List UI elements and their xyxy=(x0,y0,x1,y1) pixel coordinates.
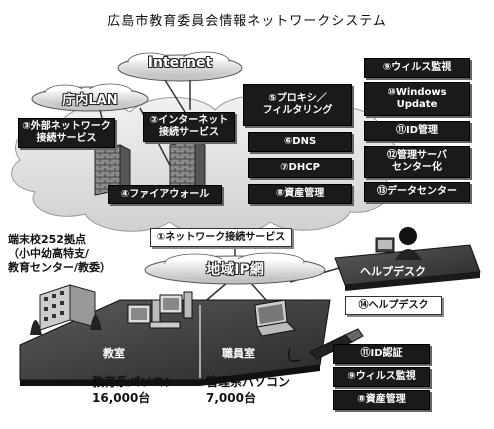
helpdesk-operator-icon xyxy=(375,227,422,260)
internet-connection-line2: 接続サービス xyxy=(159,127,219,138)
data-center-label: ⑬データセンター xyxy=(377,186,457,197)
helpdesk-label: ⑭ヘルプデスク xyxy=(358,299,429,311)
admin-pc-count: 管理系パソコン 7,000台 xyxy=(206,374,290,406)
windows-update-line2: Update xyxy=(396,99,438,110)
dhcp-box: ⑦DHCP xyxy=(248,158,352,178)
dns-label: ⑥DNS xyxy=(283,136,317,147)
classroom-pc-icons xyxy=(127,291,193,329)
proxy-line1: ⑤プロキシ／ xyxy=(268,93,327,104)
staffroom-label: 職員室 xyxy=(222,347,255,360)
internet-cloud-label: Internet xyxy=(147,55,213,71)
ip-cloud-label: 地域IP網 xyxy=(206,262,264,278)
education-pc-label: 教育系パソコン xyxy=(92,375,177,389)
firewall-box: ④ファイアウォール xyxy=(108,185,222,204)
admin-pc-label: 管理系パソコン xyxy=(206,375,291,389)
helpdesk-floor xyxy=(334,244,481,291)
internet-connection-line1: ②インターネット xyxy=(149,115,229,126)
proxy-filtering-box: ⑤プロキシ／フィルタリング xyxy=(243,84,352,126)
firewall-left xyxy=(94,144,131,196)
admin-pc-value: 7,000台 xyxy=(206,391,256,405)
terminal-schools-line1: 端末校252拠点 xyxy=(8,233,86,246)
asset-management-top-label: ⑧資産管理 xyxy=(275,188,325,199)
virus-monitoring-top-label: ⑨ウィルス監視 xyxy=(382,62,452,73)
network-connection-service-box: ①ネットワーク接続サービス xyxy=(150,228,292,247)
asset-management-bottom-label: ⑧資産管理 xyxy=(357,394,406,405)
dns-box: ⑥DNS xyxy=(248,132,352,152)
terminal-schools-label: 端末校252拠点 （小中幼高特支/ 教育センター/教委） xyxy=(8,233,111,275)
virus-monitoring-bottom-label: ⑨ウィルス監視 xyxy=(347,371,416,382)
management-server-centralization-box: ⑫管理サーバセンター化 xyxy=(364,146,470,178)
education-pc-value: 16,000台 xyxy=(92,391,151,405)
lan-cloud-shape xyxy=(31,83,149,112)
staffroom-laptop-icon xyxy=(254,299,297,337)
id-authentication-label: ⑪ID認証 xyxy=(360,348,403,359)
helpdesk-floor-label: ヘルプデスク xyxy=(360,265,426,278)
network-connection-service-label: ①ネットワーク接続サービス xyxy=(156,231,286,243)
education-pc-count: 教育系パソコン 16,000台 xyxy=(92,374,176,406)
internet-connection-service-box: ②インターネット接続サービス xyxy=(143,112,235,142)
proxy-line2: フィルタリング xyxy=(262,105,333,116)
school-building-icon xyxy=(30,284,102,335)
terminal-schools-line3: 教育センター/教委） xyxy=(8,261,112,274)
asset-management-bottom-box: ⑧資産管理 xyxy=(333,390,430,410)
page-title: 広島市教育委員会情報ネットワークシステム xyxy=(107,14,387,29)
usb-key-icon xyxy=(288,328,364,362)
server-central-line2: センター化 xyxy=(392,162,442,173)
id-management-box: ⑪ID管理 xyxy=(364,121,470,141)
id-management-label: ⑪ID管理 xyxy=(395,125,439,136)
firewall-right xyxy=(169,139,206,191)
terminal-schools-line2: （小中幼高特支/ xyxy=(8,247,90,260)
server-central-line1: ⑫管理サーバ xyxy=(387,150,447,161)
ip-cloud-shape xyxy=(144,252,326,285)
helpdesk-box: ⑭ヘルプデスク xyxy=(345,296,442,315)
data-center-box: ⑬データセンター xyxy=(364,182,470,202)
classroom-label: 教室 xyxy=(103,347,125,360)
id-authentication-box: ⑪ID認証 xyxy=(333,344,430,364)
asset-management-top-box: ⑧資産管理 xyxy=(248,184,352,204)
external-network-service-box: ③外部ネットワーク接続サービス xyxy=(18,118,115,148)
dhcp-label: ⑦DHCP xyxy=(280,162,320,173)
lan-cloud-label: 庁内LAN xyxy=(62,93,118,108)
internet-cloud-shape xyxy=(117,51,243,82)
virus-monitoring-top-box: ⑨ウィルス監視 xyxy=(364,58,470,78)
firewall-label: ④ファイアウォール xyxy=(120,188,210,200)
external-network-line1: ③外部ネットワーク xyxy=(22,121,111,132)
virus-monitoring-bottom-box: ⑨ウィルス監視 xyxy=(333,367,430,387)
external-network-line2: 接続サービス xyxy=(36,133,97,144)
windows-update-line1: ⑩Windows xyxy=(387,87,447,98)
